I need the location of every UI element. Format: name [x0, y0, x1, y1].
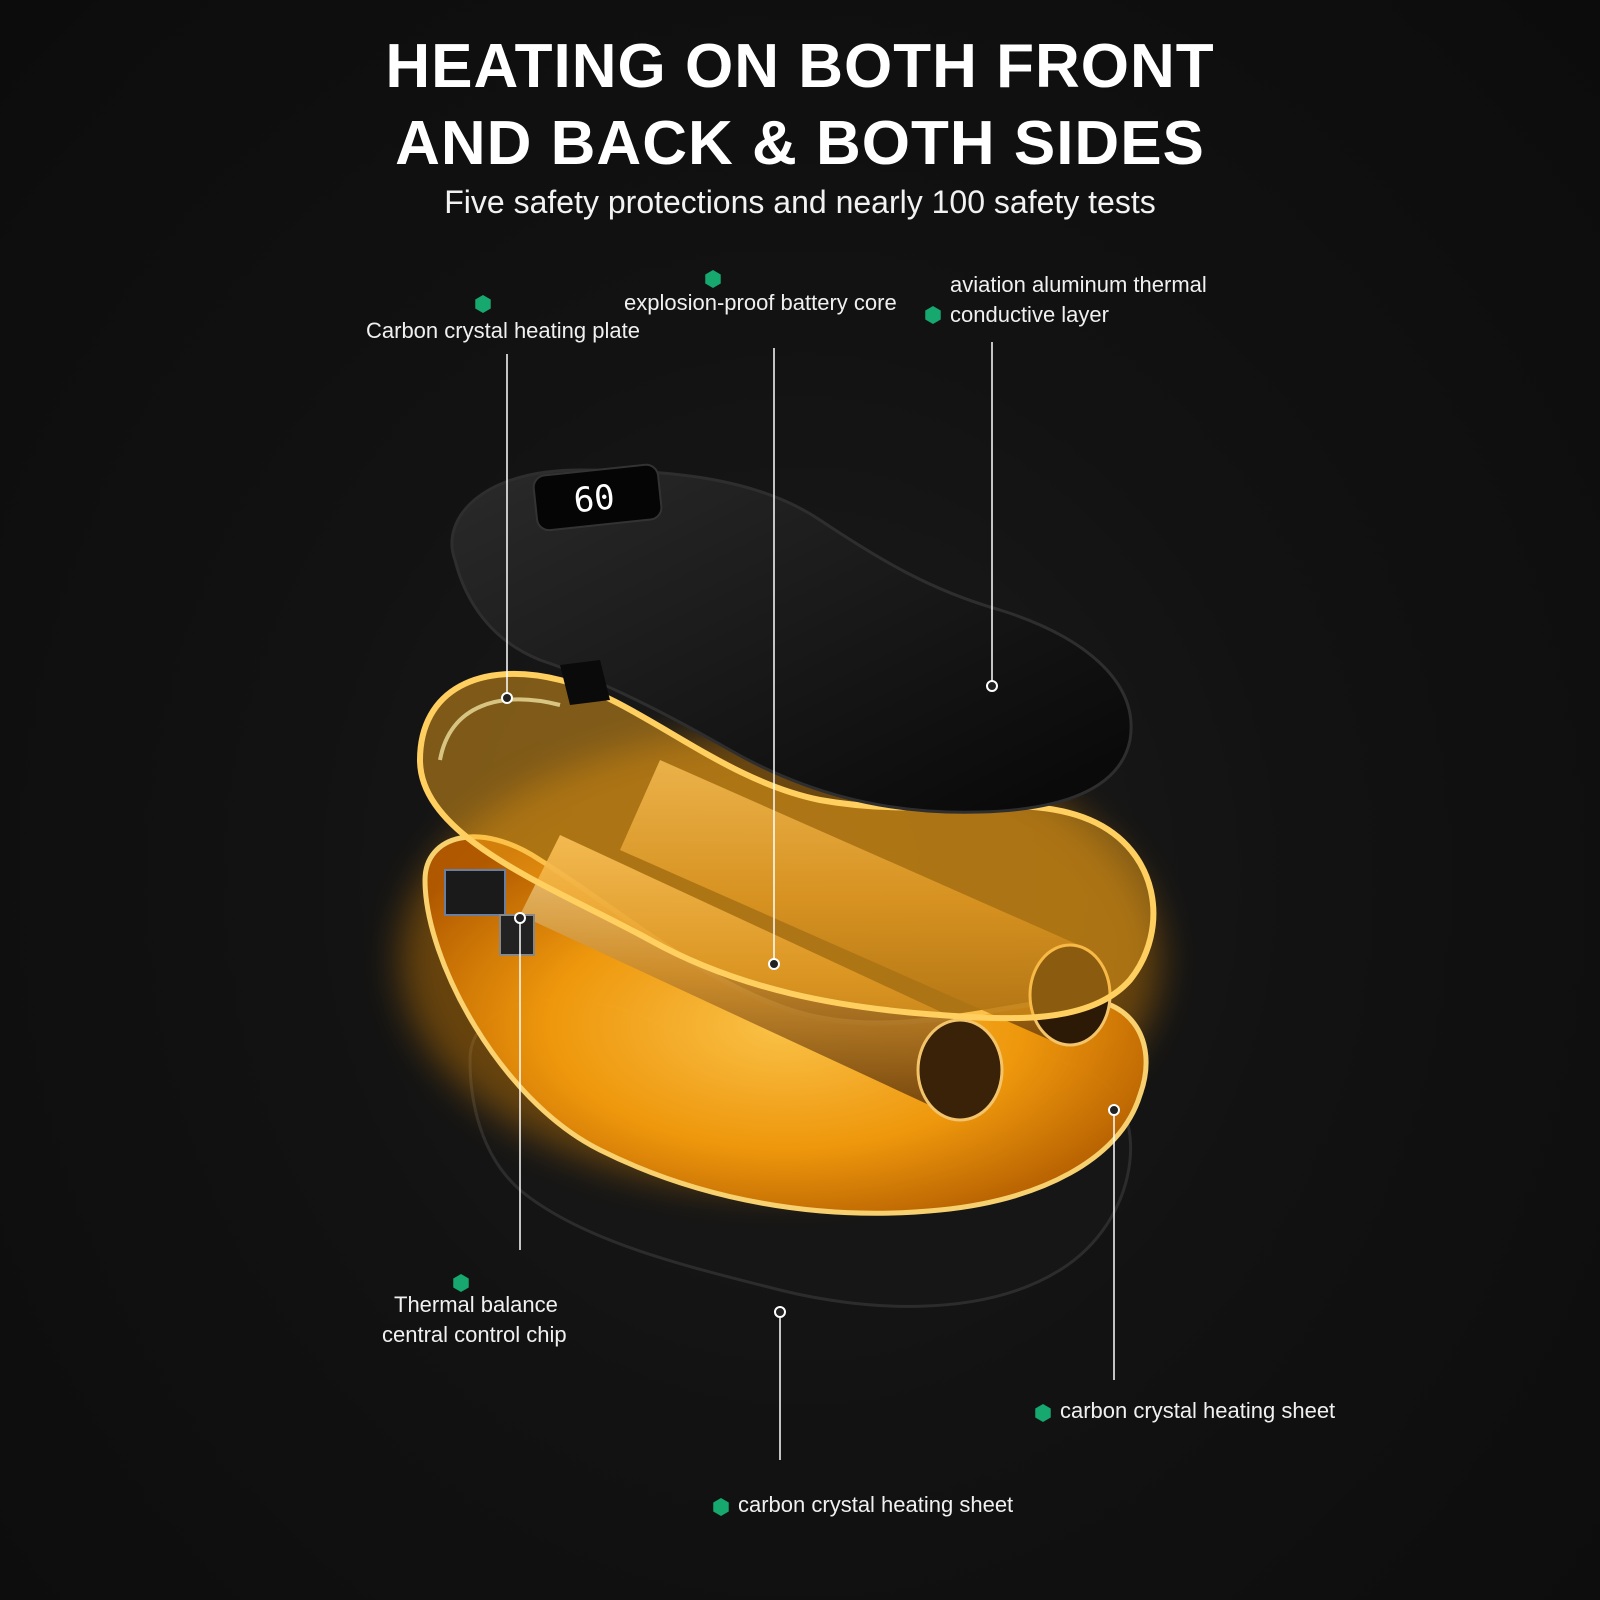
hex-marker-icon [713, 1498, 729, 1516]
headline-line-1: HEATING ON BOTH FRONT [385, 32, 1215, 101]
hex-marker-icon [705, 270, 721, 288]
hex-marker-icon [1035, 1404, 1051, 1422]
callout-aluminum-line-2: conductive layer [950, 302, 1109, 327]
leader-dot [514, 912, 526, 924]
headline-line-2: AND BACK & BOTH SIDES [395, 109, 1205, 178]
leader-line [1113, 1116, 1115, 1380]
hex-marker-icon [453, 1274, 469, 1292]
leader-dot [501, 692, 513, 704]
subheadline: Five safety protections and nearly 100 s… [444, 184, 1156, 220]
leader-line [991, 342, 993, 682]
callout-chip-line-2: central control chip [382, 1322, 567, 1347]
callout-chip-line-1: Thermal balance [394, 1292, 558, 1317]
hex-marker-icon [475, 295, 491, 313]
leader-line [773, 348, 775, 960]
callout-sheet-bottom: carbon crystal heating sheet [738, 1492, 1014, 1517]
leader-line [506, 354, 508, 694]
leader-dot [1108, 1104, 1120, 1116]
top-cover-shell: 60 [450, 463, 1133, 814]
leader-dot [774, 1306, 786, 1318]
control-chip [444, 869, 535, 956]
callout-aluminum-line-1: aviation aluminum thermal [950, 272, 1207, 297]
leader-line [519, 922, 521, 1250]
leader-line [779, 1318, 781, 1460]
leader-dot [768, 958, 780, 970]
hex-marker-icon [925, 306, 941, 324]
callout-carbon-plate: Carbon crystal heating plate [366, 318, 640, 343]
callout-battery-core: explosion-proof battery core [624, 290, 897, 315]
device-display-readout: 60 [572, 477, 617, 521]
leader-dot [986, 680, 998, 692]
callout-sheet-right: carbon crystal heating sheet [1060, 1398, 1336, 1423]
upper-glow-shell [416, 670, 1157, 1022]
